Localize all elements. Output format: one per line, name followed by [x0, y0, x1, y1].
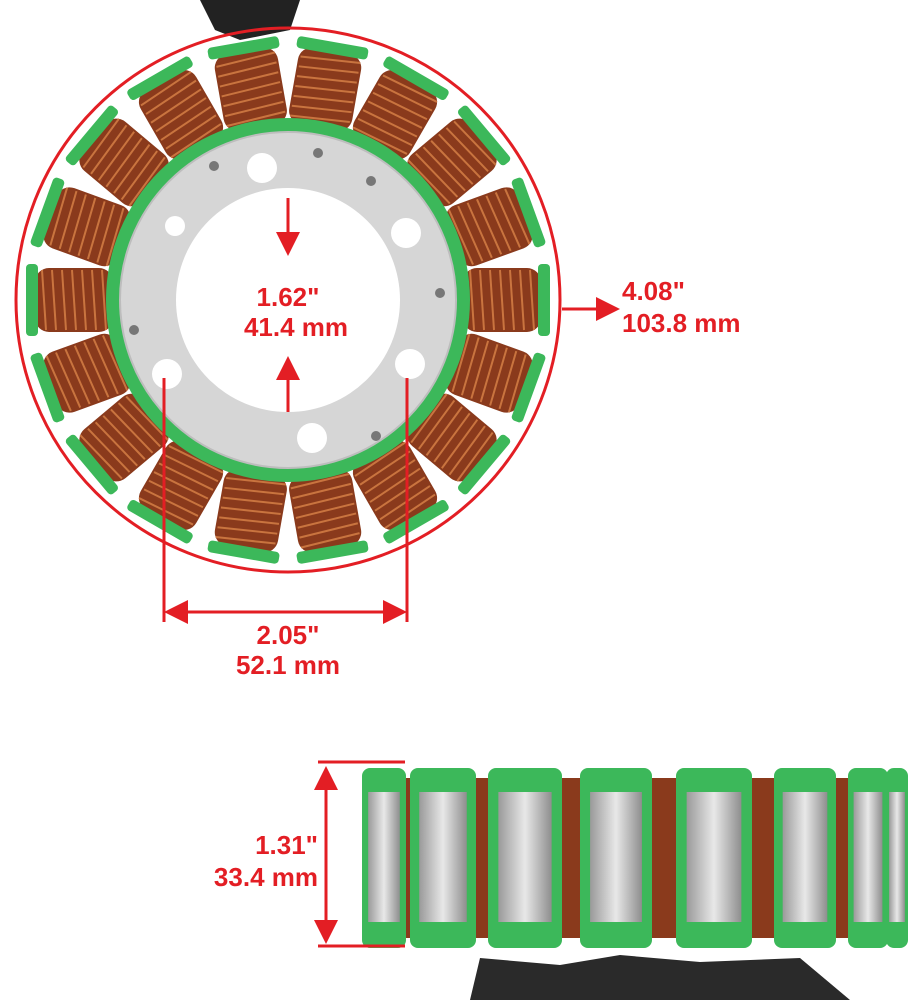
stator-coil	[463, 264, 550, 336]
stator-coil	[30, 333, 131, 423]
side-coil-tooth	[410, 768, 476, 948]
rivet	[209, 161, 219, 171]
stator-coil	[289, 36, 369, 131]
height-mm: 33.4 mm	[214, 862, 318, 892]
stator-coil	[407, 393, 511, 495]
inner-diameter-inch: 1.62"	[257, 282, 320, 312]
outer-diameter-mm: 103.8 mm	[622, 308, 741, 338]
side-coils	[362, 768, 908, 948]
wire-harness-bottom	[470, 955, 850, 1000]
center-bore	[176, 188, 400, 412]
rivet	[129, 325, 139, 335]
stator-coil	[30, 177, 131, 267]
stator-coil	[407, 105, 511, 207]
stator-coil	[26, 264, 113, 336]
stator-coil	[445, 333, 546, 423]
bolt-hole	[152, 359, 182, 389]
stator-coil	[207, 469, 287, 564]
bolt-spacing-mm: 52.1 mm	[236, 650, 340, 680]
bolt-hole	[165, 216, 185, 236]
side-coil-tooth	[488, 768, 562, 948]
wire-harness-top	[200, 0, 300, 40]
height-inch: 1.31"	[255, 830, 318, 860]
bolt-hole	[247, 153, 277, 183]
side-coil-tooth	[774, 768, 836, 948]
rivet	[371, 431, 381, 441]
outer-diameter-inch: 4.08"	[622, 276, 685, 306]
stator-top-view: 4.08" 103.8 mm 1.62" 41.4 mm 2.05" 52.1 …	[14, 0, 741, 680]
bolt-holes	[129, 148, 445, 453]
stator-coil	[127, 56, 224, 160]
stator-coils	[26, 36, 550, 564]
stator-coil	[127, 440, 224, 544]
side-coil-tooth	[886, 768, 908, 948]
side-coil-tooth	[676, 768, 752, 948]
stator-coil	[445, 177, 546, 267]
side-coil-tooth	[580, 768, 652, 948]
rivet	[435, 288, 445, 298]
rivet	[366, 176, 376, 186]
stator-coil	[207, 36, 287, 131]
stator-coil	[65, 105, 169, 207]
inner-diameter-mm: 41.4 mm	[244, 312, 348, 342]
side-coil-tooth	[362, 768, 406, 948]
stator-coil	[352, 440, 449, 544]
stator-coil	[65, 393, 169, 495]
stator-side-view: 1.31" 33.4 mm	[214, 760, 908, 1000]
bolt-spacing-inch: 2.05"	[257, 620, 320, 650]
bolt-hole	[395, 349, 425, 379]
bolt-hole	[391, 218, 421, 248]
bolt-hole	[297, 423, 327, 453]
stator-coil	[352, 56, 449, 160]
outer-diameter-outline	[14, 26, 562, 574]
rivet	[313, 148, 323, 158]
side-coil-tooth	[848, 768, 888, 948]
stator-coil	[289, 469, 369, 564]
